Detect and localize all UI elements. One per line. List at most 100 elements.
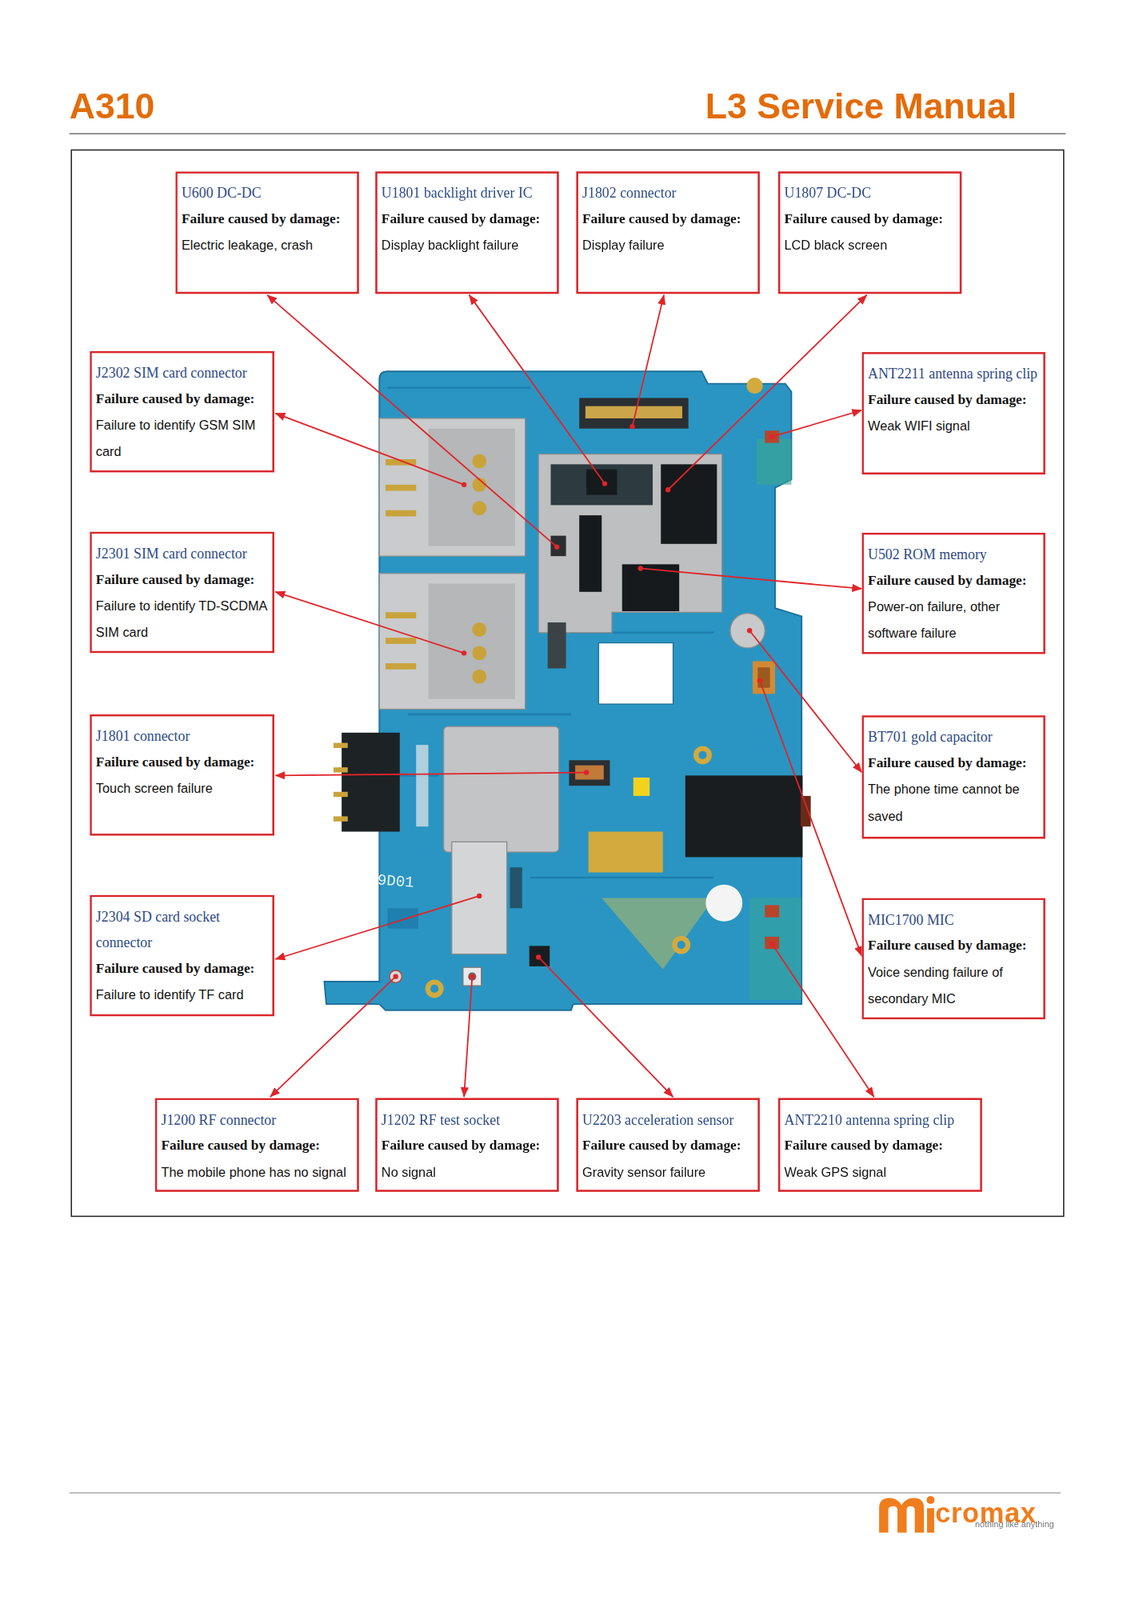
- failure-description: Weak GPS signal: [783, 1158, 977, 1186]
- callout-box: J2302 SIM card connectorFailure caused b…: [89, 351, 275, 473]
- callout-box: MIC1700 MICFailure caused by damage:Voic…: [861, 897, 1046, 1020]
- shield-can-lower-part: [633, 777, 650, 796]
- sim-card-holder-part: [471, 669, 487, 684]
- leader-lines-part: [771, 943, 875, 1097]
- component-heading: U2203 acceleration sensor: [582, 1107, 755, 1133]
- callout-box: J1802 connectorFailure caused by damage:…: [575, 171, 760, 294]
- leader-lines-part: [275, 591, 464, 654]
- leader-lines-part: [632, 295, 665, 428]
- shield-can-part: [586, 469, 617, 496]
- logo-mark-part: [879, 1497, 924, 1532]
- leader-lines-part: [270, 976, 396, 1098]
- sim-card-holder: [379, 418, 525, 710]
- component-heading: J1202 RF test socket: [381, 1107, 554, 1133]
- page-title: A310: [69, 85, 156, 127]
- callout-box: J2304 SD card socket connectorFailure ca…: [89, 895, 275, 1017]
- failure-caption: Failure caused by damage:: [867, 567, 1040, 594]
- leader-dots-part: [629, 423, 635, 429]
- failure-description: Electric leakage, crash: [181, 232, 354, 260]
- component-heading: J1200 RF connector: [160, 1107, 354, 1133]
- leader-lines-part: [749, 630, 862, 772]
- leader-dots-part: [535, 954, 541, 960]
- shield-can-lower-part: [333, 815, 348, 821]
- shield-can-part: [538, 454, 723, 633]
- failure-caption: Failure caused by damage:: [783, 1132, 977, 1159]
- failure-caption: Failure caused by damage:: [95, 566, 270, 593]
- leader-lines-part: [759, 680, 863, 956]
- leader-lines-part: [538, 956, 673, 1097]
- shield-can-lower-part: [800, 795, 812, 827]
- leader-dots-part: [461, 482, 467, 488]
- failure-caption: Failure caused by damage:: [381, 206, 554, 233]
- failure-caption: Failure caused by damage:: [95, 955, 270, 982]
- shield-can-lower-part: [671, 935, 691, 955]
- callout-box: U2203 acceleration sensorFailure caused …: [575, 1097, 760, 1191]
- shield-can-part: [579, 397, 688, 428]
- sim-card-holder-part: [379, 573, 525, 710]
- leader-dots-part: [602, 480, 608, 486]
- leader-lines-part: [275, 895, 480, 960]
- pcb-board-part: [323, 371, 802, 1010]
- component-heading: BT701 gold capacitor: [867, 724, 1040, 751]
- failure-caption: Failure caused by damage:: [867, 386, 1040, 413]
- failure-caption: Failure caused by damage:: [582, 206, 755, 233]
- component-heading: U1801 backlight driver IC: [381, 180, 554, 207]
- shield-can-lower-part: [387, 907, 419, 929]
- leader-dots-part: [554, 543, 560, 549]
- logo-tagline: nothing like anything: [975, 1518, 1055, 1530]
- failure-caption: Failure caused by damage:: [867, 932, 1040, 960]
- leader-lines-part: [667, 295, 868, 491]
- shield-can-lower-part: [333, 767, 348, 772]
- leader-dots-part: [747, 627, 752, 633]
- component-heading: J2302 SIM card connector: [95, 359, 270, 386]
- shield-can-lower-part: [341, 732, 400, 832]
- leader-dots-part: [665, 487, 671, 492]
- failure-description: Failure to identify TD-SCDMA SIM card: [95, 592, 270, 646]
- shield-can-lower-part: [510, 867, 523, 908]
- shield-can-lower-part: [764, 430, 780, 443]
- shield-can-lower-part: [425, 979, 444, 998]
- failure-description: Power-on failure, other software failure: [867, 593, 1040, 647]
- leader-lines-part: [267, 295, 557, 548]
- shield-can-lower-part: [430, 984, 439, 993]
- failure-description: Display failure: [582, 232, 755, 260]
- callout-box: BT701 gold capacitorFailure caused by da…: [861, 715, 1046, 839]
- sim-card-holder-part: [471, 622, 487, 637]
- failure-caption: Failure caused by damage:: [181, 206, 354, 233]
- leader-dots-part: [769, 941, 775, 947]
- shield-can-lower-part: [529, 945, 551, 967]
- leader-dots-part: [461, 650, 467, 656]
- failure-description: The phone time cannot be saved: [867, 776, 1040, 830]
- logo-mark-part: [926, 1495, 935, 1504]
- shield-can-lower-part: [451, 841, 508, 954]
- sim-card-holder-part: [471, 500, 487, 516]
- failure-description: Failure to identify TF card: [95, 981, 270, 1008]
- failure-description: Voice sending failure of secondary MIC: [867, 959, 1040, 1012]
- failure-caption: Failure caused by damage:: [160, 1132, 354, 1159]
- shield-can-lower-part: [705, 884, 743, 922]
- shield-can-lower-part: [601, 897, 714, 969]
- failure-description: Display backlight failure: [381, 232, 554, 260]
- shield-can-lower-part: [333, 743, 348, 748]
- logo-mark: [879, 1495, 935, 1533]
- component-heading: MIC1700 MIC: [867, 907, 1040, 933]
- leader-lines-part: [275, 772, 587, 776]
- component-heading: U600 DC-DC: [181, 180, 354, 207]
- failure-caption: Failure caused by damage:: [783, 206, 956, 233]
- leader-dots-part: [393, 973, 399, 979]
- shield-can-lower-part: [764, 904, 780, 917]
- shield-can-part: [551, 535, 567, 557]
- failure-caption: Failure caused by damage:: [95, 748, 270, 776]
- failure-caption: Failure caused by damage:: [867, 749, 1040, 776]
- leader-lines: [267, 295, 875, 1098]
- failure-caption: Failure caused by damage:: [582, 1132, 755, 1159]
- sim-card-holder-part: [428, 583, 516, 700]
- leader-dots-part: [469, 973, 475, 979]
- failure-description: Failure to identify GSM SIM card: [95, 411, 270, 465]
- shield-can-lower-part: [443, 726, 560, 852]
- shield-can-lower-part: [757, 667, 770, 688]
- component-heading: U1807 DC-DC: [783, 180, 956, 207]
- leader-dots-part: [638, 565, 644, 571]
- silkscreen-label: 9D01: [376, 871, 415, 892]
